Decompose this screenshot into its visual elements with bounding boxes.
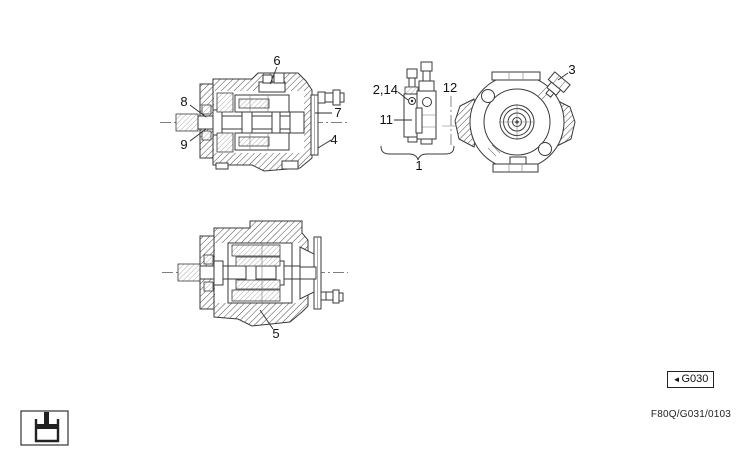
end-plate [310, 94, 319, 156]
port-bolt [320, 289, 344, 304]
upper-section-view [160, 66, 348, 172]
callout-12[interactable]: 12 [443, 80, 457, 95]
drawing-code: F80Q/G031/0103 [650, 409, 731, 420]
bearing [216, 92, 234, 153]
piston-cylinder-icon[interactable] [20, 410, 69, 446]
callout-11[interactable]: 11 [380, 112, 394, 127]
cylinder-block [234, 94, 290, 151]
callouts: 6 8 9 7 4 5 2,14 11 12 1 3 [180, 53, 575, 341]
leader-lines-valve [394, 91, 412, 121]
valve-body [403, 90, 437, 145]
leader-lines-upper [189, 66, 332, 149]
bolt-hole [538, 142, 552, 156]
assembly-brace [380, 145, 455, 161]
control-valve-assembly [380, 61, 461, 161]
rotary-group-pistons [227, 242, 293, 304]
top-tab [491, 71, 541, 81]
shaft-seal [201, 104, 212, 141]
top-valve-fitting [258, 72, 286, 93]
shaft-seal [203, 254, 214, 292]
leader-lines-lower [259, 309, 274, 330]
callout-2-14[interactable]: 2,14 [373, 82, 398, 97]
housing-feet [215, 160, 299, 170]
callout-6[interactable]: 6 [273, 53, 280, 68]
leader-line-3 [557, 72, 569, 81]
left-triangle-icon: ◄ [672, 375, 681, 384]
pilot-circle [483, 88, 551, 156]
callout-9[interactable]: 9 [180, 137, 187, 152]
callout-1[interactable]: 1 [415, 158, 422, 173]
plug-fitting [545, 71, 571, 98]
pump-front-view [454, 71, 576, 173]
valve-fitting-right [418, 61, 435, 92]
shaft-end [299, 266, 317, 280]
bottom-tab [492, 163, 539, 173]
callout-3[interactable]: 3 [568, 62, 575, 77]
valve-fitting-left [404, 68, 419, 95]
shaft-center [499, 104, 535, 140]
figure-ref-badge[interactable]: ◄ G030 [667, 371, 714, 388]
drive-shaft [175, 107, 305, 138]
callout-5[interactable]: 5 [272, 326, 279, 341]
callout-8[interactable]: 8 [180, 94, 187, 109]
figure-ref-label: G030 [681, 373, 709, 385]
callout-7[interactable]: 7 [334, 105, 341, 120]
bolt-hole [481, 89, 495, 103]
callout-4[interactable]: 4 [330, 132, 337, 147]
port-bolt [317, 89, 345, 106]
lower-section-view [162, 220, 348, 330]
